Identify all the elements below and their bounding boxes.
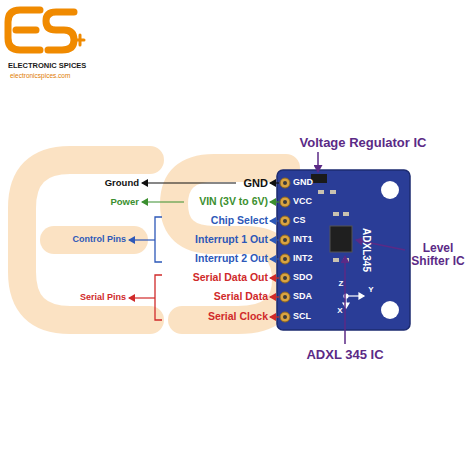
callout-label: Level Shifter IC <box>404 242 472 268</box>
callout-label: ADXL 345 IC <box>306 348 383 362</box>
leader-arrow <box>142 201 184 202</box>
group-bracket <box>155 275 162 320</box>
sensor-chip <box>330 226 352 252</box>
smd-parts <box>318 190 349 262</box>
pin-name: SCL <box>293 312 311 322</box>
callout-arrow <box>344 256 346 344</box>
axis-label: Y <box>368 286 373 295</box>
callout-arrow <box>317 152 319 172</box>
pin-name: INT2 <box>293 254 313 264</box>
pin-name: SDA <box>293 292 312 302</box>
mount-hole <box>381 181 399 199</box>
pin-name: INT1 <box>293 235 313 245</box>
brand-url: electronicspices.com <box>10 72 70 79</box>
watermark-logo <box>22 160 326 320</box>
pcb-board <box>277 170 410 330</box>
group-label: Power <box>110 197 139 207</box>
group-bracket <box>155 217 162 262</box>
axis-label: Z <box>339 280 344 289</box>
mount-hole <box>381 301 399 319</box>
leader-arrow <box>142 182 236 183</box>
signal-name: Serial Clock <box>208 311 268 323</box>
signal-name: Chip Select <box>211 215 268 227</box>
header-pins <box>280 178 290 322</box>
signal-name: VIN (3V to 6V) <box>199 196 268 208</box>
callout-label: Voltage Regulator IC <box>300 136 427 150</box>
signal-name: Interrupt 1 Out <box>195 234 268 246</box>
signal-name: GND <box>244 177 268 189</box>
signal-name: Interrupt 2 Out <box>195 253 268 265</box>
axis-label: X <box>337 307 342 316</box>
chip-marking: ADXL345 <box>361 228 372 272</box>
group-label: Control Pins <box>73 235 127 245</box>
pin-holes <box>283 181 287 319</box>
pin-name: VCC <box>293 197 312 207</box>
leader-arrow <box>129 239 155 240</box>
pin-name: SDO <box>293 273 313 283</box>
regulator-chip <box>311 174 327 183</box>
group-label: Serial Pins <box>80 293 126 303</box>
brand-name: ELECTRONIC SPICES <box>8 62 86 70</box>
brand-logo <box>8 10 84 50</box>
axis-symbol <box>343 293 364 308</box>
pin-name: GND <box>293 178 313 188</box>
pin-leader <box>270 183 279 317</box>
leader-arrow <box>129 297 155 298</box>
signal-name: Serial Data Out <box>193 272 268 284</box>
group-label: Ground <box>105 178 139 188</box>
pin-name: CS <box>293 216 306 226</box>
signal-name: Serial Data <box>214 291 268 303</box>
